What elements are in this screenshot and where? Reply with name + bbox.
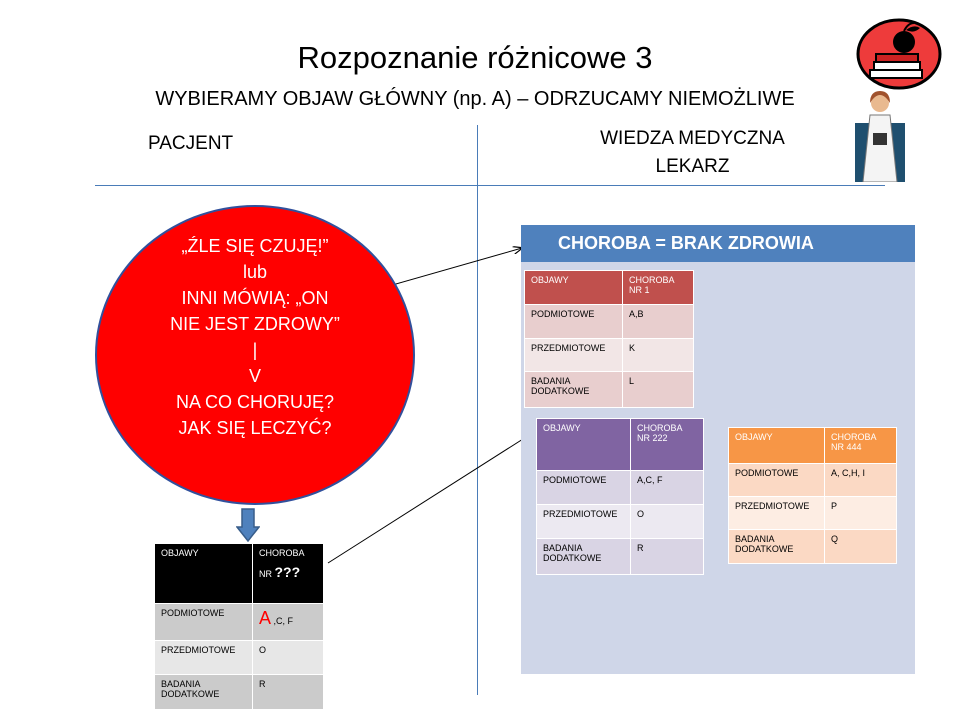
circle-line: INNI MÓWIĄ: „ON bbox=[181, 288, 329, 308]
horizontal-divider bbox=[95, 185, 885, 186]
circle-line: lub bbox=[242, 262, 268, 282]
circle-line: „ŹLE SIĘ CZUJĘ!” bbox=[181, 236, 329, 256]
slide-subtitle: WYBIERAMY OBJAW GŁÓWNY (np. A) – ODRZUCA… bbox=[155, 88, 795, 110]
patient-symptom-table: OBJAWY CHOROBA NR ??? PODMIOTOWE A ,C, F… bbox=[154, 543, 324, 710]
main-symptom: A bbox=[259, 608, 272, 628]
disease-table-444: OBJAWY CHOROBA NR 444 PODMIOTOWE A, C,H,… bbox=[728, 427, 897, 564]
table-cell: K bbox=[622, 338, 694, 372]
table-cell: PODMIOTOWE bbox=[154, 603, 253, 641]
circle-line: | bbox=[252, 340, 258, 360]
arrow-to-table-222 bbox=[327, 432, 534, 564]
table-cell: A ,C, F bbox=[252, 603, 324, 641]
table-cell: PRZEDMIOTOWE bbox=[536, 504, 631, 539]
table-cell: L bbox=[622, 371, 694, 408]
down-arrow-icon bbox=[235, 508, 261, 547]
disease-table-222: OBJAWY CHOROBA NR 222 PODMIOTOWE A,C, F … bbox=[536, 418, 704, 575]
nr-prefix: NR bbox=[259, 569, 275, 579]
unknown-number: ??? bbox=[274, 564, 301, 580]
medical-knowledge-line: WIEDZA MEDYCZNA bbox=[600, 128, 785, 149]
patient-complaint-circle bbox=[95, 205, 415, 505]
vertical-divider bbox=[477, 125, 478, 695]
circle-line: V bbox=[248, 366, 261, 386]
table-cell: A, C,H, I bbox=[824, 463, 897, 497]
table-cell: BADANIA DODATKOWE bbox=[524, 371, 623, 408]
table-cell: O bbox=[630, 504, 704, 539]
table-cell: BADANIA DODATKOWE bbox=[154, 674, 253, 710]
table-cell: A,B bbox=[622, 304, 694, 339]
table-header-cell: OBJAWY bbox=[154, 543, 253, 604]
table-cell: PODMIOTOWE bbox=[728, 463, 825, 497]
table-cell: P bbox=[824, 496, 897, 530]
medical-knowledge-heading: WIEDZA MEDYCZNA LEKARZ bbox=[570, 125, 815, 181]
doctor-clipart-icon bbox=[855, 85, 905, 187]
table-cell: A,C, F bbox=[630, 470, 704, 505]
circle-text: „ŹLE SIĘ CZUJĘ!” lub INNI MÓWIĄ: „ON NIE… bbox=[95, 233, 415, 441]
table-header-line: NR ??? bbox=[259, 564, 317, 580]
other-symptoms: ,C, F bbox=[271, 616, 294, 626]
table-cell: O bbox=[252, 640, 324, 675]
table-cell: PODMIOTOWE bbox=[524, 304, 623, 339]
circle-line: JAK SIĘ LECZYĆ? bbox=[178, 418, 332, 438]
slide-title: Rozpoznanie różnicowe 3 bbox=[297, 40, 653, 75]
patient-heading: PACJENT bbox=[148, 133, 234, 154]
table-cell: PRZEDMIOTOWE bbox=[524, 338, 623, 372]
circle-line: NIE JEST ZDROWY” bbox=[170, 314, 340, 334]
disease-table-1: OBJAWY CHOROBA NR 1 PODMIOTOWE A,B PRZED… bbox=[524, 270, 694, 408]
table-cell: R bbox=[630, 538, 704, 575]
table-header-cell: OBJAWY bbox=[728, 427, 825, 464]
table-cell: Q bbox=[824, 529, 897, 564]
table-header-cell: CHOROBA NR 222 bbox=[630, 418, 704, 471]
table-header-cell: CHOROBA NR ??? bbox=[252, 543, 324, 604]
table-cell: BADANIA DODATKOWE bbox=[728, 529, 825, 564]
table-cell: PODMIOTOWE bbox=[536, 470, 631, 505]
apple-books-clipart-icon bbox=[856, 18, 942, 95]
table-cell: PRZEDMIOTOWE bbox=[728, 496, 825, 530]
table-cell: R bbox=[252, 674, 324, 710]
table-header-cell: OBJAWY bbox=[536, 418, 631, 471]
table-cell: BADANIA DODATKOWE bbox=[536, 538, 631, 575]
table-header-cell: CHOROBA NR 444 bbox=[824, 427, 897, 464]
table-header-cell: OBJAWY bbox=[524, 270, 623, 305]
panel-header: CHOROBA = BRAK ZDROWIA bbox=[521, 225, 915, 262]
circle-line: NA CO CHORUJĘ? bbox=[175, 392, 335, 412]
table-header-line: CHOROBA bbox=[259, 548, 305, 558]
table-cell: PRZEDMIOTOWE bbox=[154, 640, 253, 675]
table-header-cell: CHOROBA NR 1 bbox=[622, 270, 694, 305]
doctor-line: LEKARZ bbox=[655, 156, 730, 177]
